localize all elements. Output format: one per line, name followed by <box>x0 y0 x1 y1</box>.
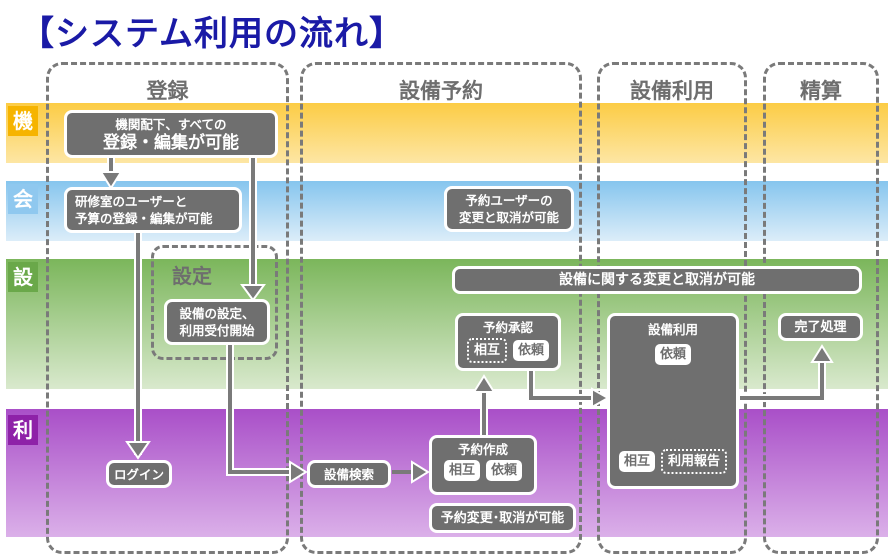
box-search: 設備検索 <box>307 460 391 488</box>
box-text: 予算の登録・編集が可能 <box>75 211 213 226</box>
box-text: 設備利用 <box>647 322 698 337</box>
phase-usage: 設備利用 <box>597 62 747 554</box>
box-text: 完了処理 <box>794 319 847 335</box>
box-text: 予約変更･取消が可能 <box>440 510 565 526</box>
phase-label: 精算 <box>800 79 842 103</box>
phase-label: 設備利用 <box>630 79 714 103</box>
arrowhead <box>125 441 151 460</box>
box-equip-change: 設備に関する変更と取消が可能 <box>452 266 862 294</box>
page-title: 【システム利用の流れ】 <box>20 14 404 54</box>
box-text: ログイン <box>113 466 164 482</box>
box-text: 研修室のユーザーと <box>75 194 188 209</box>
box-equip-setup: 設備の設定、 利用受付開始 <box>164 299 270 345</box>
box-text: 予約承認 <box>482 320 533 335</box>
chip-mutual: 相互 <box>618 451 655 472</box>
box-usage: 設備利用 依頼 相互利用報告 <box>607 313 739 489</box>
phase-label: 設備予約 <box>399 79 483 103</box>
arrowhead <box>472 374 496 393</box>
arrowhead <box>591 387 611 409</box>
phase-registration: 登録 <box>46 62 289 554</box>
chip-mutual: 相互 <box>466 338 507 363</box>
phase-settlement: 精算 <box>763 62 879 554</box>
arrowhead <box>810 344 834 363</box>
chip-request: 依頼 <box>513 340 550 361</box>
chip-usage-report: 利用報告 <box>661 449 728 474</box>
chip-request: 依頼 <box>654 344 691 365</box>
chip-mutual: 相互 <box>443 460 480 481</box>
lane-tag-kai: 会 <box>8 184 38 214</box>
box-login: ログイン <box>106 460 172 488</box>
box-modify: 予約変更･取消が可能 <box>429 503 576 533</box>
arrowhead <box>411 460 430 484</box>
box-create: 予約作成 相互依頼 <box>429 435 537 495</box>
lane-tag-kikan: 機 <box>8 106 38 136</box>
subphase-setup: 設定 <box>151 245 278 360</box>
arrowhead <box>240 284 266 302</box>
arrowhead <box>289 460 308 484</box>
box-text: 予約作成 <box>457 442 508 457</box>
subphase-label: 設定 <box>172 264 212 288</box>
box-complete: 完了処理 <box>778 313 863 341</box>
box-text: 設備に関する変更と取消が可能 <box>559 271 755 288</box>
box-text: 設備検索 <box>323 466 374 482</box>
box-text: 設備の設定、 <box>179 306 255 321</box>
lane-tag-setsu: 設 <box>8 262 38 292</box>
box-user-change: 予約ユーザーの 変更と取消が可能 <box>444 186 574 232</box>
lane-tag-ri: 利 <box>8 415 38 445</box>
box-text: 変更と取消が可能 <box>458 210 559 225</box>
arrow-line <box>740 362 824 400</box>
box-text: 機関配下、すべての <box>115 116 227 132</box>
phase-reservation: 設備予約 <box>300 62 582 554</box>
arrowhead <box>99 171 123 190</box>
arrow-line <box>529 370 596 400</box>
box-text: 登録・編集が可能 <box>103 132 239 153</box>
box-lab-edit: 研修室のユーザーと 予算の登録・編集が可能 <box>64 187 242 233</box>
box-text: 利用受付開始 <box>179 323 255 338</box>
chip-request: 依頼 <box>486 460 523 481</box>
box-approval: 予約承認 相互依頼 <box>455 313 561 371</box>
arrow-line <box>228 344 292 474</box>
phase-label: 登録 <box>146 79 189 103</box>
box-text: 予約ユーザーの <box>465 193 553 208</box>
box-kikan-edit: 機関配下、すべての 登録・編集が可能 <box>64 110 278 158</box>
